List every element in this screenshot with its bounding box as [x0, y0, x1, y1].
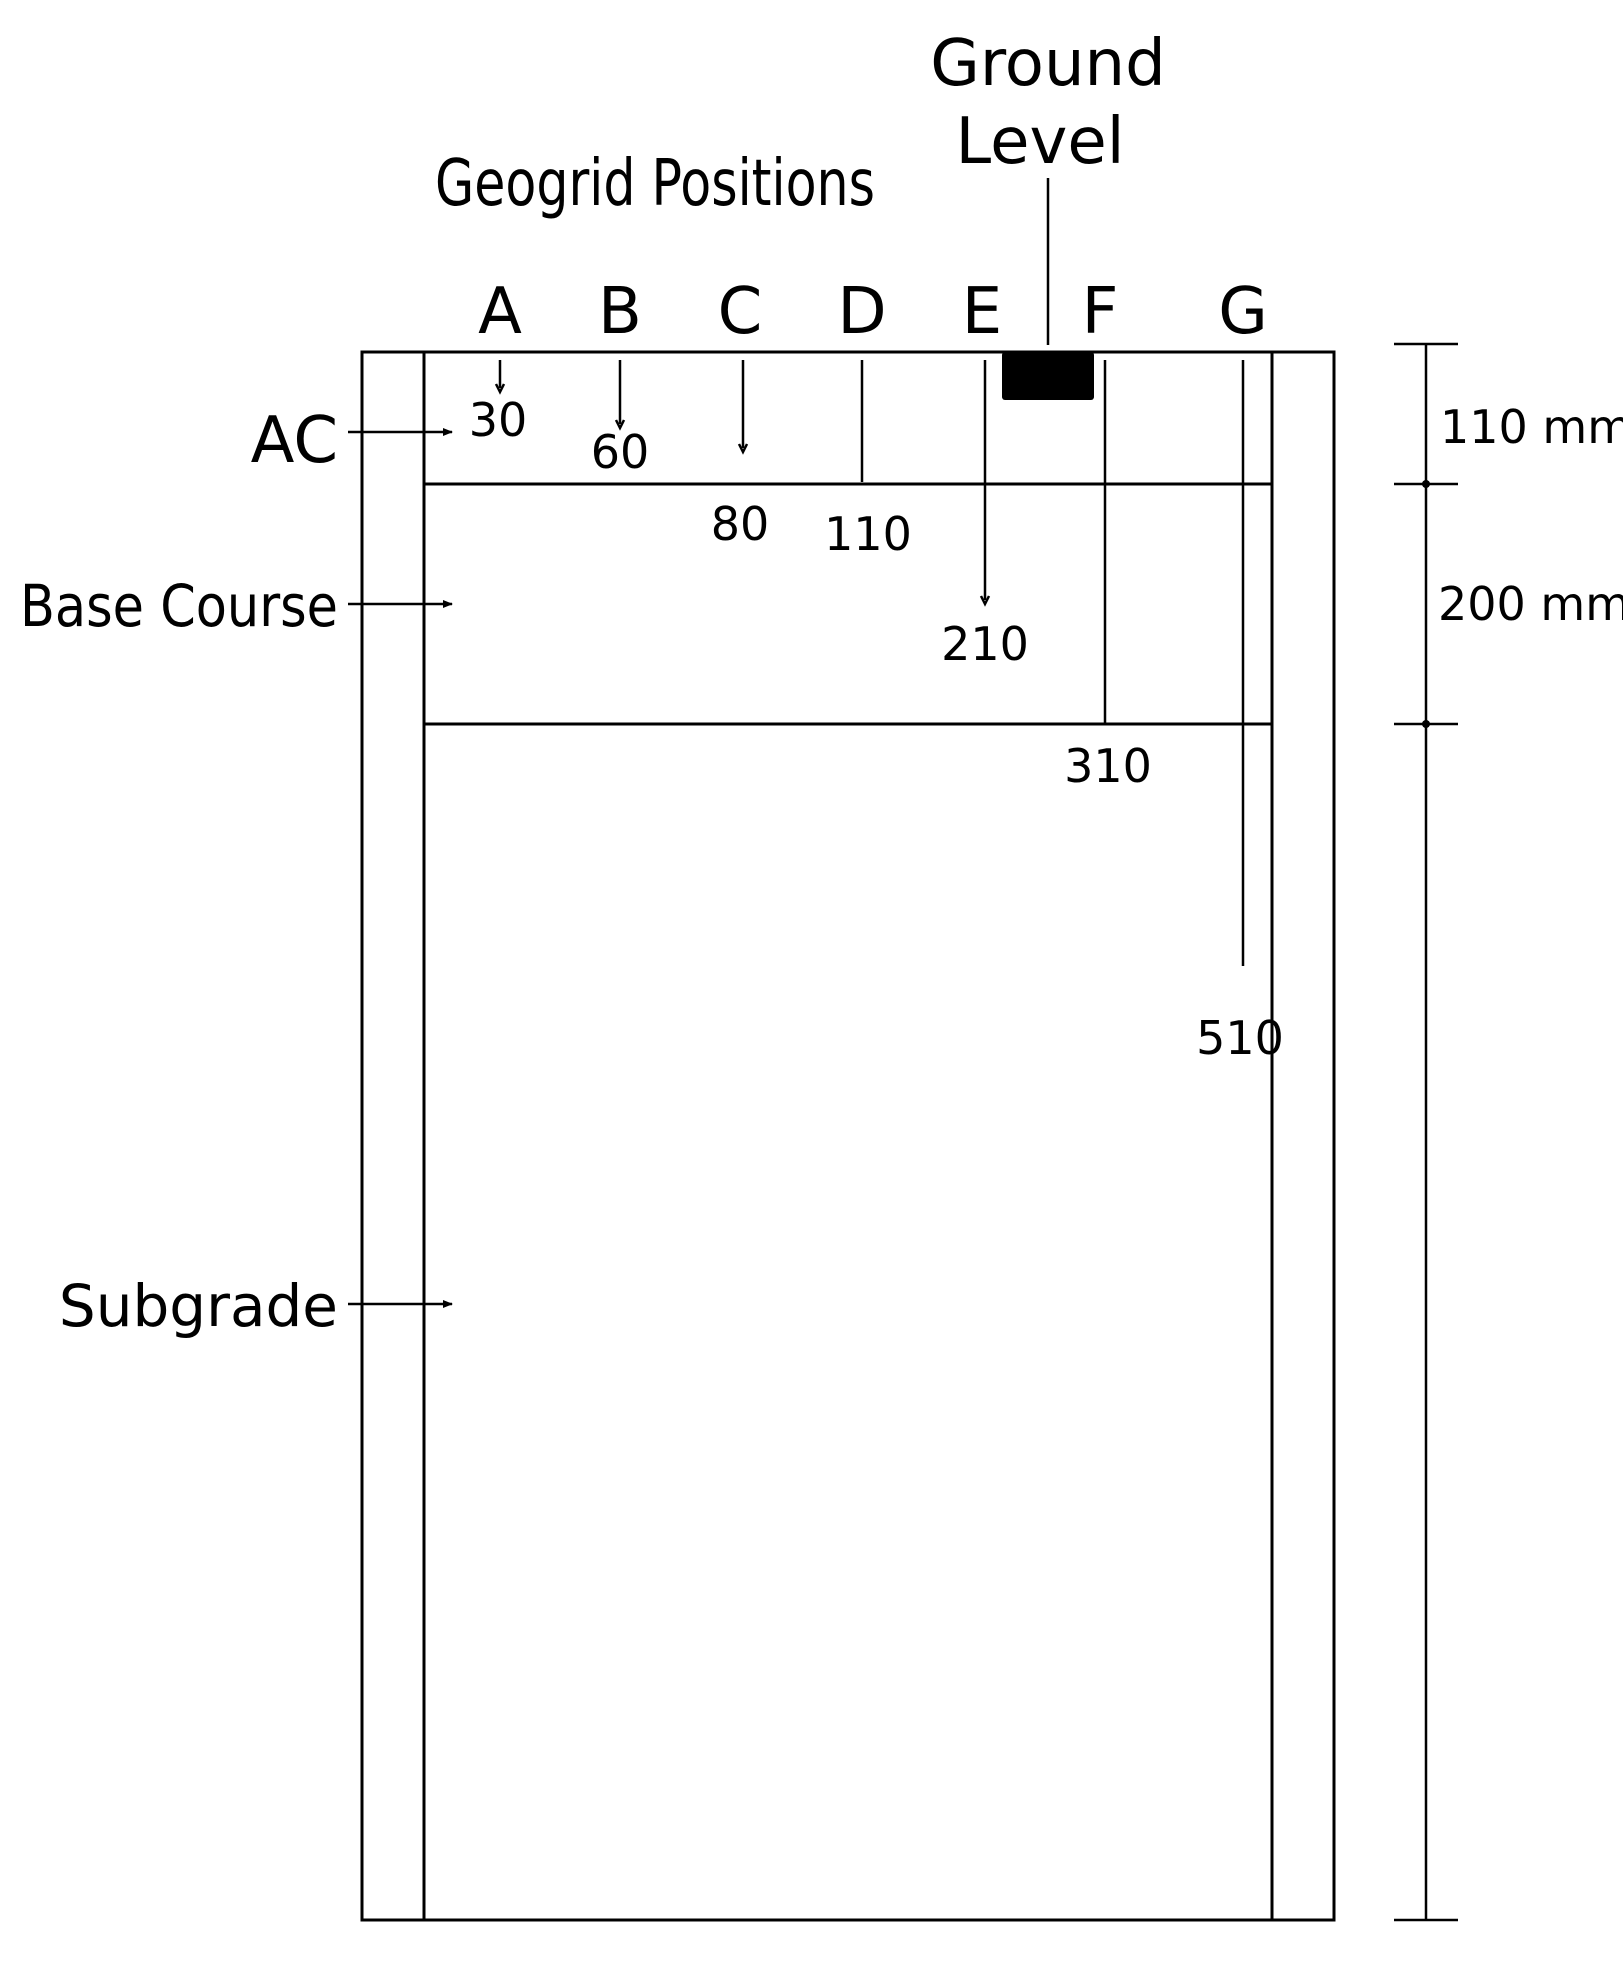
depth-label-b: 60 [591, 425, 650, 479]
position-letter-b: B [598, 275, 642, 349]
thickness-label-base: 200 mm [1438, 577, 1623, 631]
ground-level-load-block [1002, 352, 1094, 400]
layer-label-subgrade: Subgrade [59, 1272, 338, 1340]
position-letter-f: F [1082, 275, 1119, 349]
position-letter-d: D [837, 275, 886, 349]
position-letter-e: E [962, 275, 1002, 349]
thickness-label-ac: 110 mm [1440, 400, 1623, 454]
diagram-title: Geogrid Positions [435, 147, 875, 221]
depth-label-e: 210 [941, 617, 1029, 671]
depth-label-f: 310 [1064, 739, 1152, 793]
position-letter-a: A [478, 275, 522, 349]
position-letter-g: G [1218, 275, 1268, 349]
depth-label-c: 80 [711, 497, 770, 551]
test-pit-outline [360, 350, 1336, 1922]
depth-label-d: 110 [824, 507, 912, 561]
ground-level-label-line1: Ground [930, 27, 1165, 101]
depth-label-g: 510 [1196, 1011, 1284, 1065]
position-letter-c: C [718, 275, 763, 349]
ground-level-label-line2: Level [956, 105, 1125, 179]
layer-label-base-course: Base Course [20, 572, 338, 640]
layer-label-ac: AC [251, 404, 338, 478]
depth-label-a: 30 [469, 393, 528, 447]
